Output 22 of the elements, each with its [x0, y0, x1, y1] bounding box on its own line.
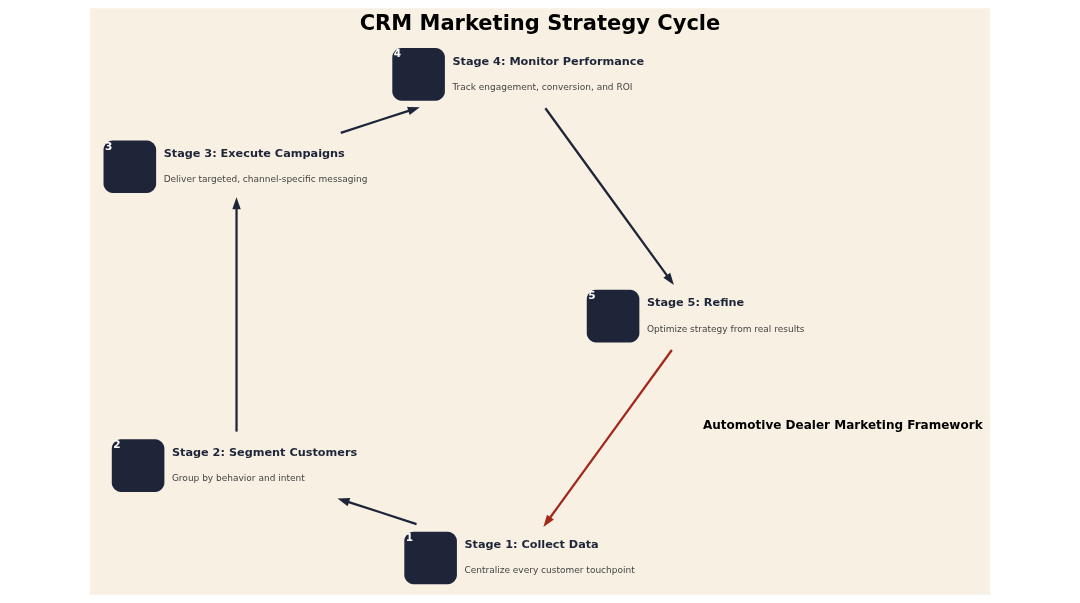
arrow: [543, 349, 673, 527]
node-box: 3: [103, 140, 157, 193]
arrow: [232, 197, 241, 432]
node-label: Group by behavior and intent: [171, 473, 305, 484]
node-box: 2: [111, 439, 165, 492]
node-box: 4: [392, 48, 445, 101]
node-label: Stage 4: Monitor Performance: [452, 54, 645, 68]
node-label: Track engagement, conversion, and ROI: [452, 81, 633, 92]
node-label: Stage 3: Execute Campaigns: [163, 146, 345, 160]
arrow: [337, 498, 417, 526]
node-label: Stage 5: Refine: [646, 296, 745, 310]
node-label: Centralize every customer touchpoint: [464, 565, 635, 576]
node-label: Stage 1: Collect Data: [464, 538, 599, 552]
node-box: 5: [586, 289, 640, 343]
node-label: Optimize strategy from real results: [646, 323, 805, 334]
arrow: [544, 107, 674, 286]
node-label: Stage 2: Segment Customers: [171, 445, 358, 459]
diagram-title: CRM Marketing Strategy Cycle: [359, 10, 721, 36]
node-box: 1: [404, 531, 457, 585]
arrow: [340, 106, 420, 134]
label: Automotive Dealer Marketing Framework: [702, 418, 983, 433]
node-label: Deliver targeted, channel-specific messaging: [163, 174, 368, 185]
